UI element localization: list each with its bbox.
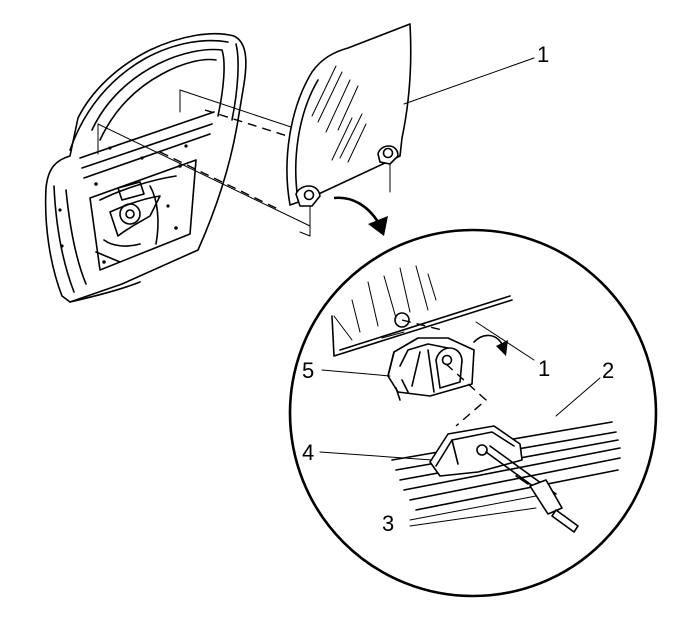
detail-arrow — [333, 196, 388, 236]
callout-2-label: 2 — [602, 358, 614, 383]
leader-line-5 — [321, 369, 391, 377]
callout-5-label: 5 — [302, 358, 314, 383]
callout-4-label: 4 — [302, 440, 314, 465]
window-glass — [286, 23, 412, 207]
leader-line-1b — [475, 321, 535, 361]
leader-line-1 — [403, 57, 535, 105]
leader-line-3a — [409, 495, 537, 521]
callout-1b-label: 1 — [538, 356, 550, 381]
detail-magnified-view — [288, 228, 658, 598]
leader-line-3b — [409, 507, 537, 527]
leader-line-4 — [319, 451, 433, 461]
leader-line-2 — [555, 377, 601, 417]
callout-3-label: 3 — [382, 511, 394, 536]
callout-1-label: 1 — [537, 42, 549, 67]
door-assembly — [44, 32, 247, 303]
